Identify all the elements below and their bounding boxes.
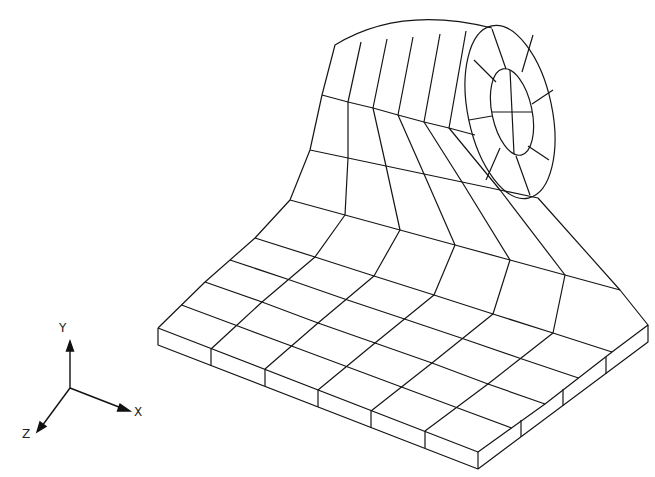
cylinder-end-mesh [492,70,532,154]
axis-line [70,388,124,409]
axis-label: X [134,406,142,418]
axis-triad [37,341,130,432]
mesh-outline [158,198,648,452]
slab-edge [477,452,478,469]
cylinder-end-mesh [483,65,540,159]
mesh-line [318,37,455,390]
axis-line [42,388,70,426]
cylinder-end [451,17,570,207]
axis-line [69,347,70,388]
mesh-line [371,34,510,411]
mesh-line [265,39,400,369]
mesh-line [425,31,565,431]
slab-edge [158,325,648,469]
finite-element-mesh [158,17,648,469]
cylinder-end-mesh [469,29,553,195]
axis-arrowhead [67,341,74,351]
axis-label: Y [59,322,66,334]
axis-arrowhead [37,422,46,432]
mesh-outline [158,20,492,328]
mesh-line [211,42,361,349]
axis-arrowhead [118,404,131,411]
axis-label: Z [22,428,30,440]
